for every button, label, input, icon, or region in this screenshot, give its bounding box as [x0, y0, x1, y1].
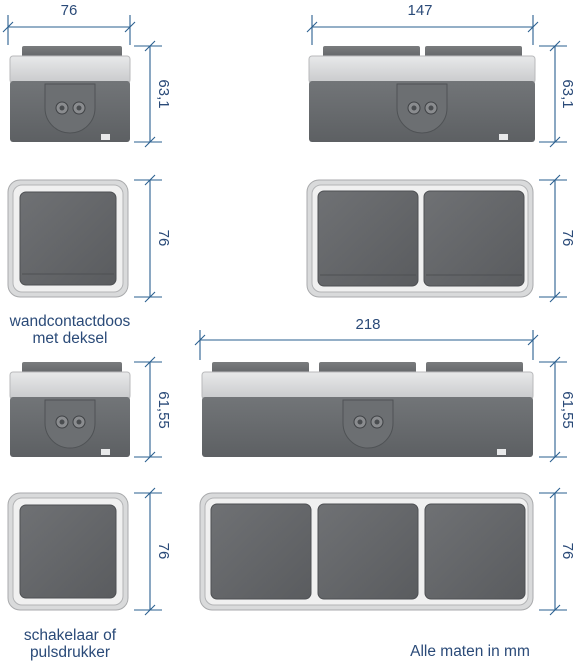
dim-single-side-height-label: 63,1 — [155, 79, 172, 108]
socket-caption-line1: wandcontactdoos — [9, 313, 131, 330]
dim-double-side-height-label: 63,1 — [559, 79, 576, 108]
socket-caption: wandcontactdoos met deksel — [0, 313, 140, 347]
dim-triple-front-height: 76 — [539, 487, 576, 616]
single-socket-side-view — [9, 46, 131, 142]
switch-caption-line2: pulsdrukker — [29, 644, 111, 661]
single-socket-front-view — [7, 179, 129, 298]
dim-double-width-label: 147 — [407, 2, 432, 19]
socket-caption-line2: met deksel — [32, 330, 108, 347]
dim-triple-width: 218 — [194, 316, 539, 360]
units-note: Alle maten in mm — [410, 643, 530, 660]
dim-triple-side-height: 61,55 — [539, 356, 576, 463]
dim-switch-front-height: 76 — [134, 487, 172, 616]
dim-triple-front-height-label: 76 — [559, 543, 576, 560]
double-socket-side-view — [308, 46, 536, 142]
switch-front-view — [7, 492, 129, 611]
dim-single-width: 76 — [2, 2, 136, 45]
triple-socket-front-view — [199, 492, 534, 611]
dim-single-side-height: 63,1 — [134, 40, 172, 148]
triple-socket-side-view — [201, 362, 534, 457]
dim-triple-width-label: 218 — [355, 316, 380, 333]
switch-caption-line1: schakelaar of — [23, 627, 117, 644]
switch-side-view — [9, 362, 131, 457]
dim-double-front-height-label: 76 — [559, 230, 576, 247]
dim-triple-side-height-label: 61,55 — [559, 391, 576, 429]
dim-switch-front-height-label: 76 — [155, 543, 172, 560]
dim-single-front-height: 76 — [134, 174, 172, 303]
dim-single-front-height-label: 76 — [155, 230, 172, 247]
dim-double-width: 147 — [306, 2, 539, 45]
dim-double-side-height: 63,1 — [539, 40, 576, 148]
switch-caption: schakelaar of pulsdrukker — [0, 627, 140, 661]
dim-double-front-height: 76 — [539, 174, 576, 303]
double-socket-front-view — [306, 179, 534, 298]
dim-switch-side-height-label: 61,55 — [155, 391, 172, 429]
dim-switch-side-height: 61,55 — [134, 356, 172, 463]
dim-single-width-label: 76 — [61, 2, 78, 19]
